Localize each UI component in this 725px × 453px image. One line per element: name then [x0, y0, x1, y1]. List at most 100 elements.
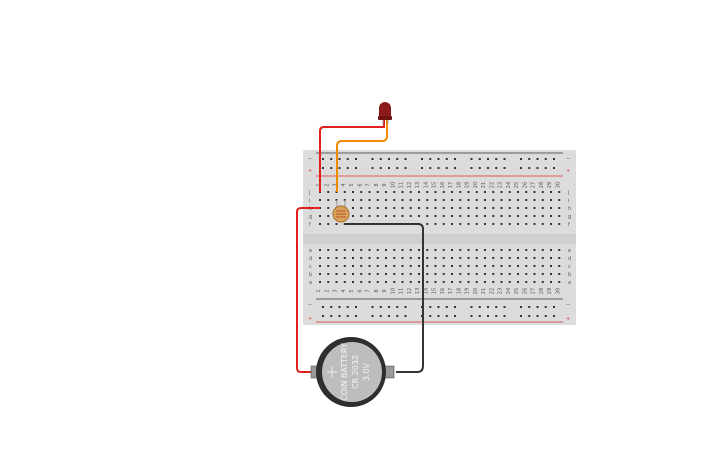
rail-hole[interactable] [429, 158, 432, 160]
breadboard-hole[interactable] [451, 273, 453, 275]
breadboard-hole[interactable] [508, 281, 511, 283]
breadboard-hole[interactable] [393, 249, 396, 251]
rail-hole[interactable] [355, 306, 357, 308]
breadboard-hole[interactable] [442, 199, 445, 201]
breadboard-hole[interactable] [360, 281, 363, 283]
breadboard-hole[interactable] [352, 273, 354, 275]
rail-hole[interactable] [330, 167, 333, 169]
wire-black-battery[interactable] [345, 223, 424, 373]
breadboard-hole[interactable] [319, 223, 321, 225]
breadboard-hole[interactable] [467, 191, 470, 193]
breadboard-hole[interactable] [484, 249, 486, 251]
breadboard-hole[interactable] [327, 199, 330, 201]
rail-hole[interactable] [371, 306, 374, 308]
breadboard-hole[interactable] [475, 265, 478, 267]
breadboard-hole[interactable] [442, 257, 445, 259]
breadboard-hole[interactable] [525, 273, 528, 275]
breadboard-hole[interactable] [335, 223, 338, 225]
breadboard-hole[interactable] [385, 207, 387, 209]
breadboard-hole[interactable] [327, 207, 330, 209]
breadboard-hole[interactable] [327, 249, 330, 251]
breadboard-hole[interactable] [409, 265, 412, 267]
breadboard-hole[interactable] [451, 265, 453, 267]
rail-hole[interactable] [495, 167, 498, 169]
breadboard-hole[interactable] [451, 191, 453, 193]
rail-hole[interactable] [437, 158, 440, 160]
breadboard-hole[interactable] [335, 273, 338, 275]
breadboard-hole[interactable] [558, 257, 561, 259]
breadboard-hole[interactable] [558, 191, 561, 193]
breadboard-hole[interactable] [360, 215, 363, 217]
breadboard-hole[interactable] [352, 257, 354, 259]
breadboard-hole[interactable] [426, 207, 429, 209]
breadboard-hole[interactable] [467, 265, 470, 267]
rail-hole[interactable] [379, 158, 382, 160]
breadboard-hole[interactable] [550, 273, 552, 275]
breadboard-hole[interactable] [451, 249, 453, 251]
breadboard-hole[interactable] [475, 215, 478, 217]
breadboard-hole[interactable] [558, 273, 561, 275]
rail-hole[interactable] [388, 158, 390, 160]
breadboard-hole[interactable] [385, 191, 387, 193]
breadboard-hole[interactable] [426, 249, 429, 251]
breadboard-hole[interactable] [541, 223, 544, 225]
breadboard-hole[interactable] [541, 249, 544, 251]
breadboard-hole[interactable] [319, 215, 321, 217]
breadboard-hole[interactable] [451, 281, 453, 283]
breadboard-hole[interactable] [442, 265, 445, 267]
rail-hole[interactable] [553, 158, 555, 160]
breadboard-hole[interactable] [409, 273, 412, 275]
breadboard-hole[interactable] [459, 199, 462, 201]
breadboard-hole[interactable] [368, 273, 371, 275]
breadboard-hole[interactable] [541, 273, 544, 275]
rail-hole[interactable] [536, 306, 539, 308]
breadboard-hole[interactable] [343, 265, 346, 267]
breadboard-hole[interactable] [500, 215, 503, 217]
breadboard-hole[interactable] [533, 273, 536, 275]
breadboard-hole[interactable] [467, 215, 470, 217]
breadboard-hole[interactable] [533, 207, 536, 209]
breadboard-hole[interactable] [393, 215, 396, 217]
breadboard-hole[interactable] [484, 191, 486, 193]
breadboard-hole[interactable] [442, 273, 445, 275]
breadboard-hole[interactable] [409, 249, 412, 251]
breadboard-hole[interactable] [434, 265, 437, 267]
rail-hole[interactable] [470, 306, 473, 308]
breadboard-hole[interactable] [360, 265, 363, 267]
breadboard-hole[interactable] [558, 207, 561, 209]
breadboard-hole[interactable] [525, 265, 528, 267]
rail-hole[interactable] [503, 158, 506, 160]
breadboard-hole[interactable] [368, 249, 371, 251]
breadboard-hole[interactable] [368, 199, 371, 201]
breadboard-hole[interactable] [401, 199, 404, 201]
breadboard-hole[interactable] [368, 257, 371, 259]
breadboard-hole[interactable] [508, 257, 511, 259]
breadboard-hole[interactable] [385, 199, 387, 201]
rail-hole[interactable] [437, 306, 440, 308]
breadboard-hole[interactable] [343, 257, 346, 259]
breadboard-hole[interactable] [508, 223, 511, 225]
breadboard-hole[interactable] [517, 207, 519, 209]
breadboard-hole[interactable] [484, 265, 486, 267]
breadboard-hole[interactable] [484, 223, 486, 225]
rail-hole[interactable] [520, 306, 522, 308]
breadboard-hole[interactable] [409, 281, 412, 283]
breadboard-hole[interactable] [426, 273, 429, 275]
breadboard-hole[interactable] [533, 215, 536, 217]
breadboard-hole[interactable] [533, 249, 536, 251]
breadboard-hole[interactable] [442, 223, 445, 225]
rail-hole[interactable] [404, 306, 407, 308]
breadboard-hole[interactable] [500, 191, 503, 193]
led[interactable] [378, 102, 392, 124]
breadboard-hole[interactable] [343, 273, 346, 275]
breadboard-hole[interactable] [393, 199, 396, 201]
breadboard-hole[interactable] [327, 281, 330, 283]
rail-hole[interactable] [379, 306, 382, 308]
rail-hole[interactable] [528, 158, 531, 160]
breadboard-hole[interactable] [492, 199, 495, 201]
breadboard-hole[interactable] [418, 199, 420, 201]
breadboard-hole[interactable] [401, 257, 404, 259]
breadboard-hole[interactable] [517, 223, 519, 225]
rail-hole[interactable] [330, 306, 333, 308]
rail-hole[interactable] [371, 158, 374, 160]
